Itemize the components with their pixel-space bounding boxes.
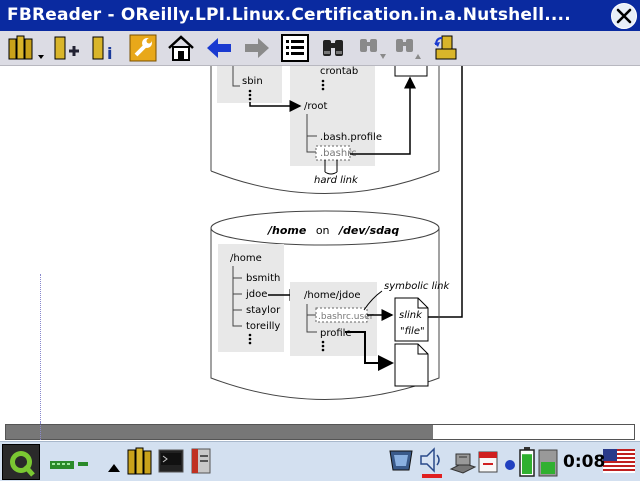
filesystem-diagram: sbin crontab /root .bash.profile .bashrc… xyxy=(210,66,463,400)
table-of-contents-icon xyxy=(281,34,309,62)
forward-button[interactable] xyxy=(242,33,272,63)
profile-label: profile xyxy=(320,328,352,339)
binoculars-down-icon xyxy=(360,39,386,59)
text-cursor-line-lower xyxy=(40,422,42,442)
reading-progress-bar[interactable] xyxy=(5,424,635,440)
keyboard-indicator-icon xyxy=(50,461,88,469)
memory-icon xyxy=(538,449,558,477)
battery-status[interactable] xyxy=(518,447,536,481)
terminal-icon xyxy=(158,449,184,473)
cylinder-path: /home xyxy=(266,224,307,237)
books-icon xyxy=(127,447,152,475)
book-info-icon: i xyxy=(92,36,112,63)
book-info-button[interactable]: i xyxy=(90,33,120,63)
root-filesystem-cylinder xyxy=(210,66,440,194)
home-icon xyxy=(168,35,194,61)
calendar-icon xyxy=(478,451,498,473)
root-label: /root xyxy=(304,101,327,112)
calendar-button[interactable] xyxy=(476,448,500,478)
bsmith-label: bsmith xyxy=(246,273,280,284)
bashrc-user-label: .bashrc.user xyxy=(318,312,374,322)
network-button[interactable] xyxy=(449,449,477,479)
wrench-icon xyxy=(129,34,157,62)
reading-progress-fill xyxy=(6,425,434,439)
bashrc-label: .bashrc xyxy=(320,148,357,159)
volume-button[interactable] xyxy=(418,446,446,482)
up-triangle-icon xyxy=(108,464,120,472)
network-icon xyxy=(449,453,477,474)
cylinder-device: /dev/sdaq xyxy=(337,224,399,237)
slink-file-icon xyxy=(394,297,429,342)
taskbar-fbreader-app[interactable] xyxy=(189,447,213,479)
books-dropdown-icon xyxy=(8,35,44,60)
search-button[interactable] xyxy=(318,33,348,63)
contents-button[interactable] xyxy=(280,33,310,63)
file-label: "file" xyxy=(400,326,425,337)
slink-label: slink xyxy=(399,310,423,321)
toolbar: i xyxy=(0,31,640,66)
window-title: FBReader - OReilly.LPI.Linux.Certificati… xyxy=(7,5,571,25)
rotate-screen-icon xyxy=(434,35,457,60)
menu-toggle[interactable] xyxy=(107,458,121,477)
bashrc-box xyxy=(315,145,351,161)
binoculars-icon xyxy=(323,40,343,56)
profile-file-icon xyxy=(394,343,429,387)
hard-link-label: hard link xyxy=(314,175,359,186)
battery-icon xyxy=(519,447,535,477)
preferences-button[interactable] xyxy=(128,33,158,63)
book-page[interactable]: sbin crontab /root .bash.profile .bashrc… xyxy=(0,66,640,422)
memory-status[interactable] xyxy=(538,449,558,481)
svg-text:i: i xyxy=(107,44,112,63)
jdoe-label: jdoe xyxy=(245,289,267,300)
top-file-icon xyxy=(394,66,428,77)
arrow-left-icon xyxy=(207,38,231,58)
binoculars-up-icon xyxy=(396,39,421,59)
home-dir-box xyxy=(218,244,284,352)
etc-dir-box xyxy=(217,66,282,103)
book-reader-icon xyxy=(191,448,211,474)
home-button[interactable] xyxy=(166,33,196,63)
cylinder-on: on xyxy=(316,224,330,237)
crontab-box xyxy=(290,66,375,94)
language-button[interactable] xyxy=(603,447,635,479)
bash-profile-label: .bash.profile xyxy=(320,132,382,143)
library-button[interactable] xyxy=(6,33,44,63)
display-icon xyxy=(389,450,413,471)
rotate-button[interactable] xyxy=(432,33,462,63)
qtopia-logo-icon xyxy=(10,451,35,477)
home-jdoe-label: /home/jdoe xyxy=(304,290,360,301)
close-button[interactable] xyxy=(611,3,637,29)
clock[interactable]: 0:08 xyxy=(563,452,606,472)
staylor-label: staylor xyxy=(246,305,281,316)
back-button[interactable] xyxy=(204,33,234,63)
close-icon xyxy=(616,8,632,24)
display-settings-button[interactable] xyxy=(387,446,415,480)
taskbar xyxy=(0,441,640,481)
book-add-icon xyxy=(54,36,79,60)
us-flag-icon xyxy=(603,449,635,473)
taskbar-terminal-app[interactable] xyxy=(158,448,184,478)
cylinder-title: /home on /dev/sdaq xyxy=(266,224,399,237)
status-indicator[interactable] xyxy=(504,456,516,475)
add-book-button[interactable] xyxy=(52,33,82,63)
text-cursor-line xyxy=(40,274,42,422)
start-button[interactable] xyxy=(2,444,40,480)
home-label: /home xyxy=(230,253,262,264)
sbin-label: sbin xyxy=(242,76,263,87)
crontab-label: crontab xyxy=(320,66,358,77)
arrow-right-icon xyxy=(245,38,269,58)
symbolic-link-label: symbolic link xyxy=(384,281,450,292)
volume-icon xyxy=(420,447,442,478)
title-bar: FBReader - OReilly.LPI.Linux.Certificati… xyxy=(0,0,640,31)
toreilly-label: toreilly xyxy=(246,321,280,332)
taskbar-books-app[interactable] xyxy=(126,446,154,480)
status-dot-icon xyxy=(505,460,515,470)
find-next-button[interactable] xyxy=(356,33,386,63)
find-previous-button[interactable] xyxy=(394,33,424,63)
input-method-button[interactable] xyxy=(50,456,90,475)
